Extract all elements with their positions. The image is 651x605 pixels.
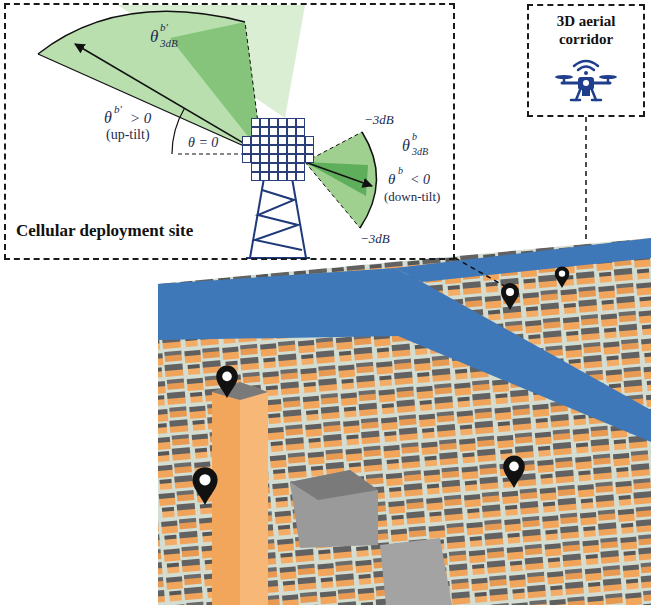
aerial-corridor-band	[158, 268, 651, 442]
angle-label: −3dB	[364, 113, 394, 126]
tilt-angle-arc	[172, 108, 185, 154]
aerial-corridor-band	[395, 238, 651, 282]
drone-light	[583, 80, 589, 86]
angle-label: θ	[104, 110, 112, 126]
map-pin	[501, 283, 519, 310]
down-tilt-beam-core	[305, 162, 368, 196]
city-map	[158, 238, 651, 605]
map-pin	[216, 366, 238, 398]
angle-label: θ	[388, 172, 395, 187]
angle-label: b	[398, 166, 403, 176]
rotor	[555, 75, 573, 79]
map-pin	[555, 266, 569, 288]
tower-leg	[250, 178, 264, 258]
drone-leg	[592, 90, 596, 100]
angle-label: b	[412, 132, 417, 142]
drone-icon	[562, 61, 610, 100]
drone-skid	[571, 99, 580, 102]
gray-building-roof	[290, 470, 378, 500]
corridor-callout-box: 3D aerial corridor	[527, 4, 645, 117]
boresight-arrow	[305, 162, 372, 186]
angle-label: > 0	[130, 111, 151, 126]
leader-line	[585, 117, 587, 240]
drone-leg	[576, 90, 580, 100]
signal-arc	[578, 67, 594, 71]
map-pin	[192, 467, 217, 505]
gray-building	[290, 470, 378, 548]
down-tilt-beam	[305, 132, 377, 228]
callout-title: Cellular deployment site	[16, 221, 193, 241]
antenna-array	[242, 136, 314, 163]
leader-line	[455, 258, 508, 288]
angle-label: (down-tilt)	[384, 190, 440, 203]
angle-label: 3dB	[412, 147, 428, 157]
angle-label: b′	[160, 22, 168, 33]
beamwidth-arc	[360, 132, 377, 228]
angle-label: b′	[114, 104, 122, 115]
tall-building	[212, 382, 240, 605]
drone-skid	[592, 99, 601, 102]
tall-building-side	[240, 382, 268, 605]
up-tilt-beam	[38, 11, 262, 154]
angle-label: (up-tilt)	[106, 128, 150, 142]
angle-label: θ = 0	[188, 136, 218, 150]
angle-label: < 0	[410, 173, 430, 187]
beamwidth-arc	[38, 11, 245, 54]
angle-label: θ	[402, 138, 410, 154]
map-pin	[503, 456, 525, 488]
angle-label: −3dB	[360, 232, 390, 245]
tower-leg	[292, 178, 306, 258]
signal-dot	[584, 71, 588, 75]
tower-brace	[255, 190, 302, 250]
drone-body	[578, 77, 594, 90]
angle-label: θ	[150, 28, 158, 45]
angle-label: 3dB	[160, 38, 178, 49]
tower-symbol	[246, 178, 310, 258]
up-tilt-beam-core	[170, 22, 262, 154]
callout-title: 3D aerial corridor	[534, 12, 638, 48]
beam-edge	[38, 54, 262, 154]
drone-camera	[582, 90, 590, 96]
gray-building	[380, 538, 452, 605]
site-callout-box: Cellular deployment site	[4, 3, 455, 260]
rotor	[599, 75, 617, 79]
boresight-arrow	[75, 44, 262, 154]
